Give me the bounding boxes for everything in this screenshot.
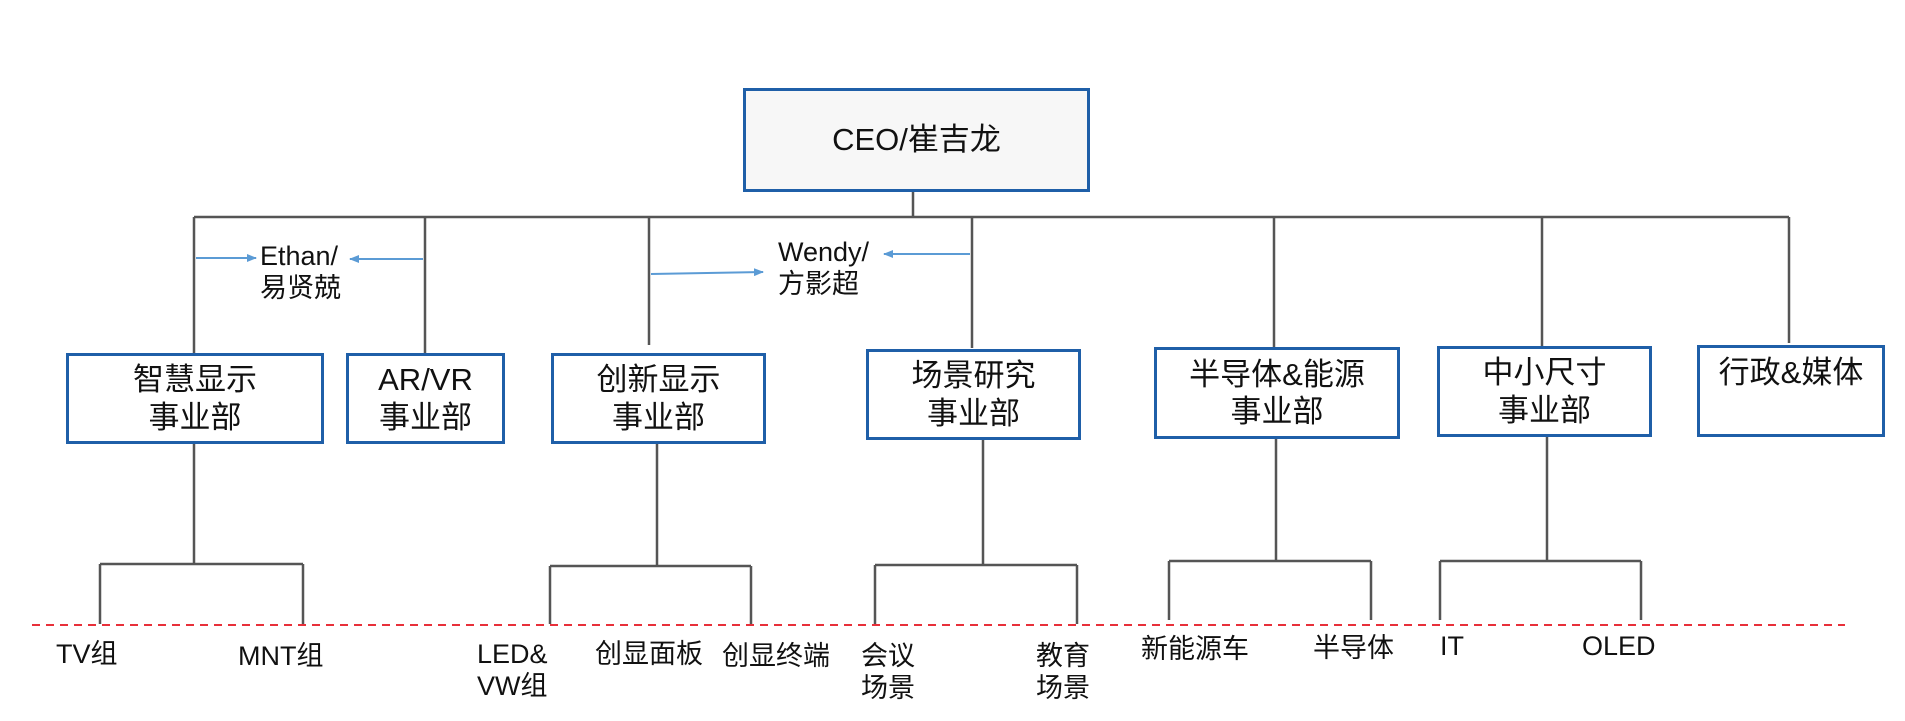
group-label-xinnengyuanche: 新能源车 [1141, 633, 1249, 665]
group-label-jiaoyu-changjing: 教育 场景 [1036, 640, 1090, 705]
group-label-chuangxian-mianban: 创显面板 [595, 638, 703, 670]
arrow-wendy-left [650, 268, 764, 277]
group-label-line2: 场景 [861, 673, 915, 704]
group-label-line1: 创显终端 [722, 641, 830, 671]
division-label-line2: 事业部 [148, 399, 242, 435]
group-label-line1: IT [1440, 631, 1464, 661]
division-label-line1: 中小尺寸 [1482, 355, 1607, 391]
division-label-line2: 事业部 [612, 399, 705, 435]
group-label-line1: TV组 [56, 639, 118, 669]
division-box-zhihui-xianshi: 智慧显示事业部 [66, 353, 324, 444]
division-label-line1: 创新显示 [596, 362, 721, 398]
division-box-xingzheng-meiti: 行政&媒体 [1697, 345, 1885, 437]
ceo-box: CEO/崔吉龙 [743, 88, 1090, 192]
division-box-zhongxiao-chicun: 中小尺寸事业部 [1437, 346, 1652, 437]
division-label-line1: 行政&媒体 [1718, 355, 1864, 390]
group-label-line1: 半导体 [1313, 633, 1394, 663]
group-label-bandaoti: 半导体 [1313, 632, 1394, 664]
lead-label-line1: Wendy/ [778, 237, 870, 267]
division-label-line2: 事业部 [379, 399, 472, 435]
lead-label-line2: 易贤兢 [260, 273, 341, 304]
group-label-line2: VW组 [477, 671, 548, 702]
division-label-line1: 场景研究 [911, 358, 1036, 394]
lead-label-wendy: Wendy/ 方影超 [778, 236, 869, 301]
group-label-line2: 场景 [1036, 673, 1090, 704]
group-label-line1: OLED [1582, 631, 1656, 661]
group-label-mnt: MNT组 [238, 640, 323, 672]
group-label-chuangxian-zhongduan: 创显终端 [722, 640, 830, 672]
ceo-label: CEO/崔吉龙 [832, 122, 1001, 158]
lead-label-line2: 方影超 [778, 269, 859, 300]
group-label-line1: MNT组 [238, 641, 324, 671]
division-box-bandaoti-nengyuan: 半导体&能源事业部 [1154, 347, 1400, 439]
group-label-line1: LED& [477, 639, 548, 669]
division-label-line1: AR/VR [378, 362, 473, 398]
division-box-changjing-yanjiu: 场景研究事业部 [866, 349, 1081, 440]
group-label-line1: 新能源车 [1141, 634, 1249, 664]
group-label-it: IT [1440, 630, 1464, 662]
division-label-line2: 事业部 [1498, 392, 1591, 428]
division-label-line1: 半导体&能源 [1189, 356, 1365, 392]
group-label-led-vw: LED& VW组 [477, 638, 548, 703]
group-label-line1: 会议 [861, 641, 915, 671]
group-label-tv: TV组 [56, 638, 118, 670]
group-label-huiyi-changjing: 会议 场景 [861, 640, 915, 705]
lead-label-line1: Ethan/ [260, 241, 339, 271]
division-label-line2: 事业部 [1230, 394, 1324, 429]
lead-label-ethan: Ethan/ 易贤兢 [260, 240, 341, 305]
division-label-line1: 智慧显示 [133, 362, 257, 398]
division-label-line2: 事业部 [927, 395, 1020, 431]
group-label-oled: OLED [1582, 630, 1656, 662]
group-label-line1: 创显面板 [595, 639, 703, 669]
group-label-line1: 教育 [1036, 641, 1090, 671]
division-box-chuangxin-xianshi: 创新显示事业部 [551, 353, 766, 444]
